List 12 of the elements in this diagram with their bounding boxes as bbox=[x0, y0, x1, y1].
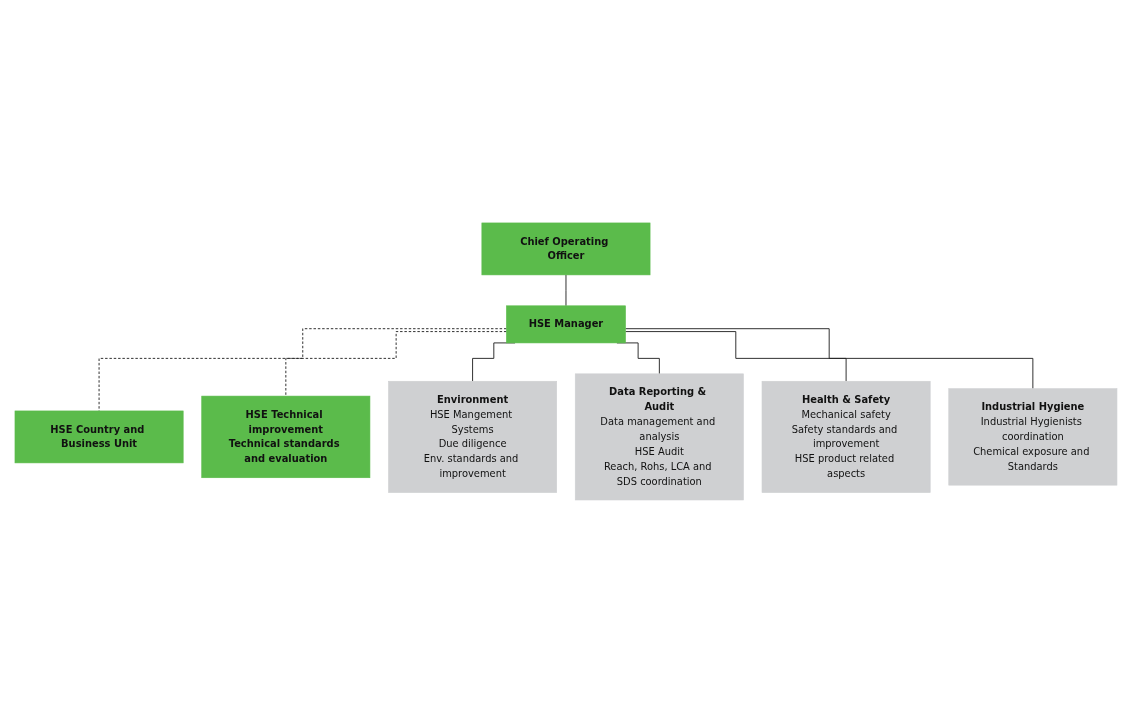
node-box: HSE Manager bbox=[506, 305, 626, 343]
connector bbox=[625, 327, 1034, 389]
connector bbox=[625, 330, 847, 382]
node-box: Industrial Hygiene Industrial Hygienists coordination Chemical exposure and Standards bbox=[948, 387, 1118, 485]
node-box: Data Reporting & Audit Data management and analysis HSE Audit Reach, Rohs, LCA and SDS coordination bbox=[574, 373, 744, 500]
node-box: HSE Technical improvement Technical standards and evaluation bbox=[201, 395, 371, 478]
node-box: Health & Safety Mechanical safety Safety standards and improvement HSE product related aspects bbox=[761, 380, 931, 493]
connector bbox=[285, 330, 507, 397]
node-box: Environment HSE Mangement Systems Due diligence Env. standards and improvement bbox=[388, 380, 558, 493]
node-box: Chief Operating Officer bbox=[481, 222, 651, 275]
node-box: HSE Country and Business Unit bbox=[14, 410, 184, 463]
connector bbox=[98, 327, 507, 411]
